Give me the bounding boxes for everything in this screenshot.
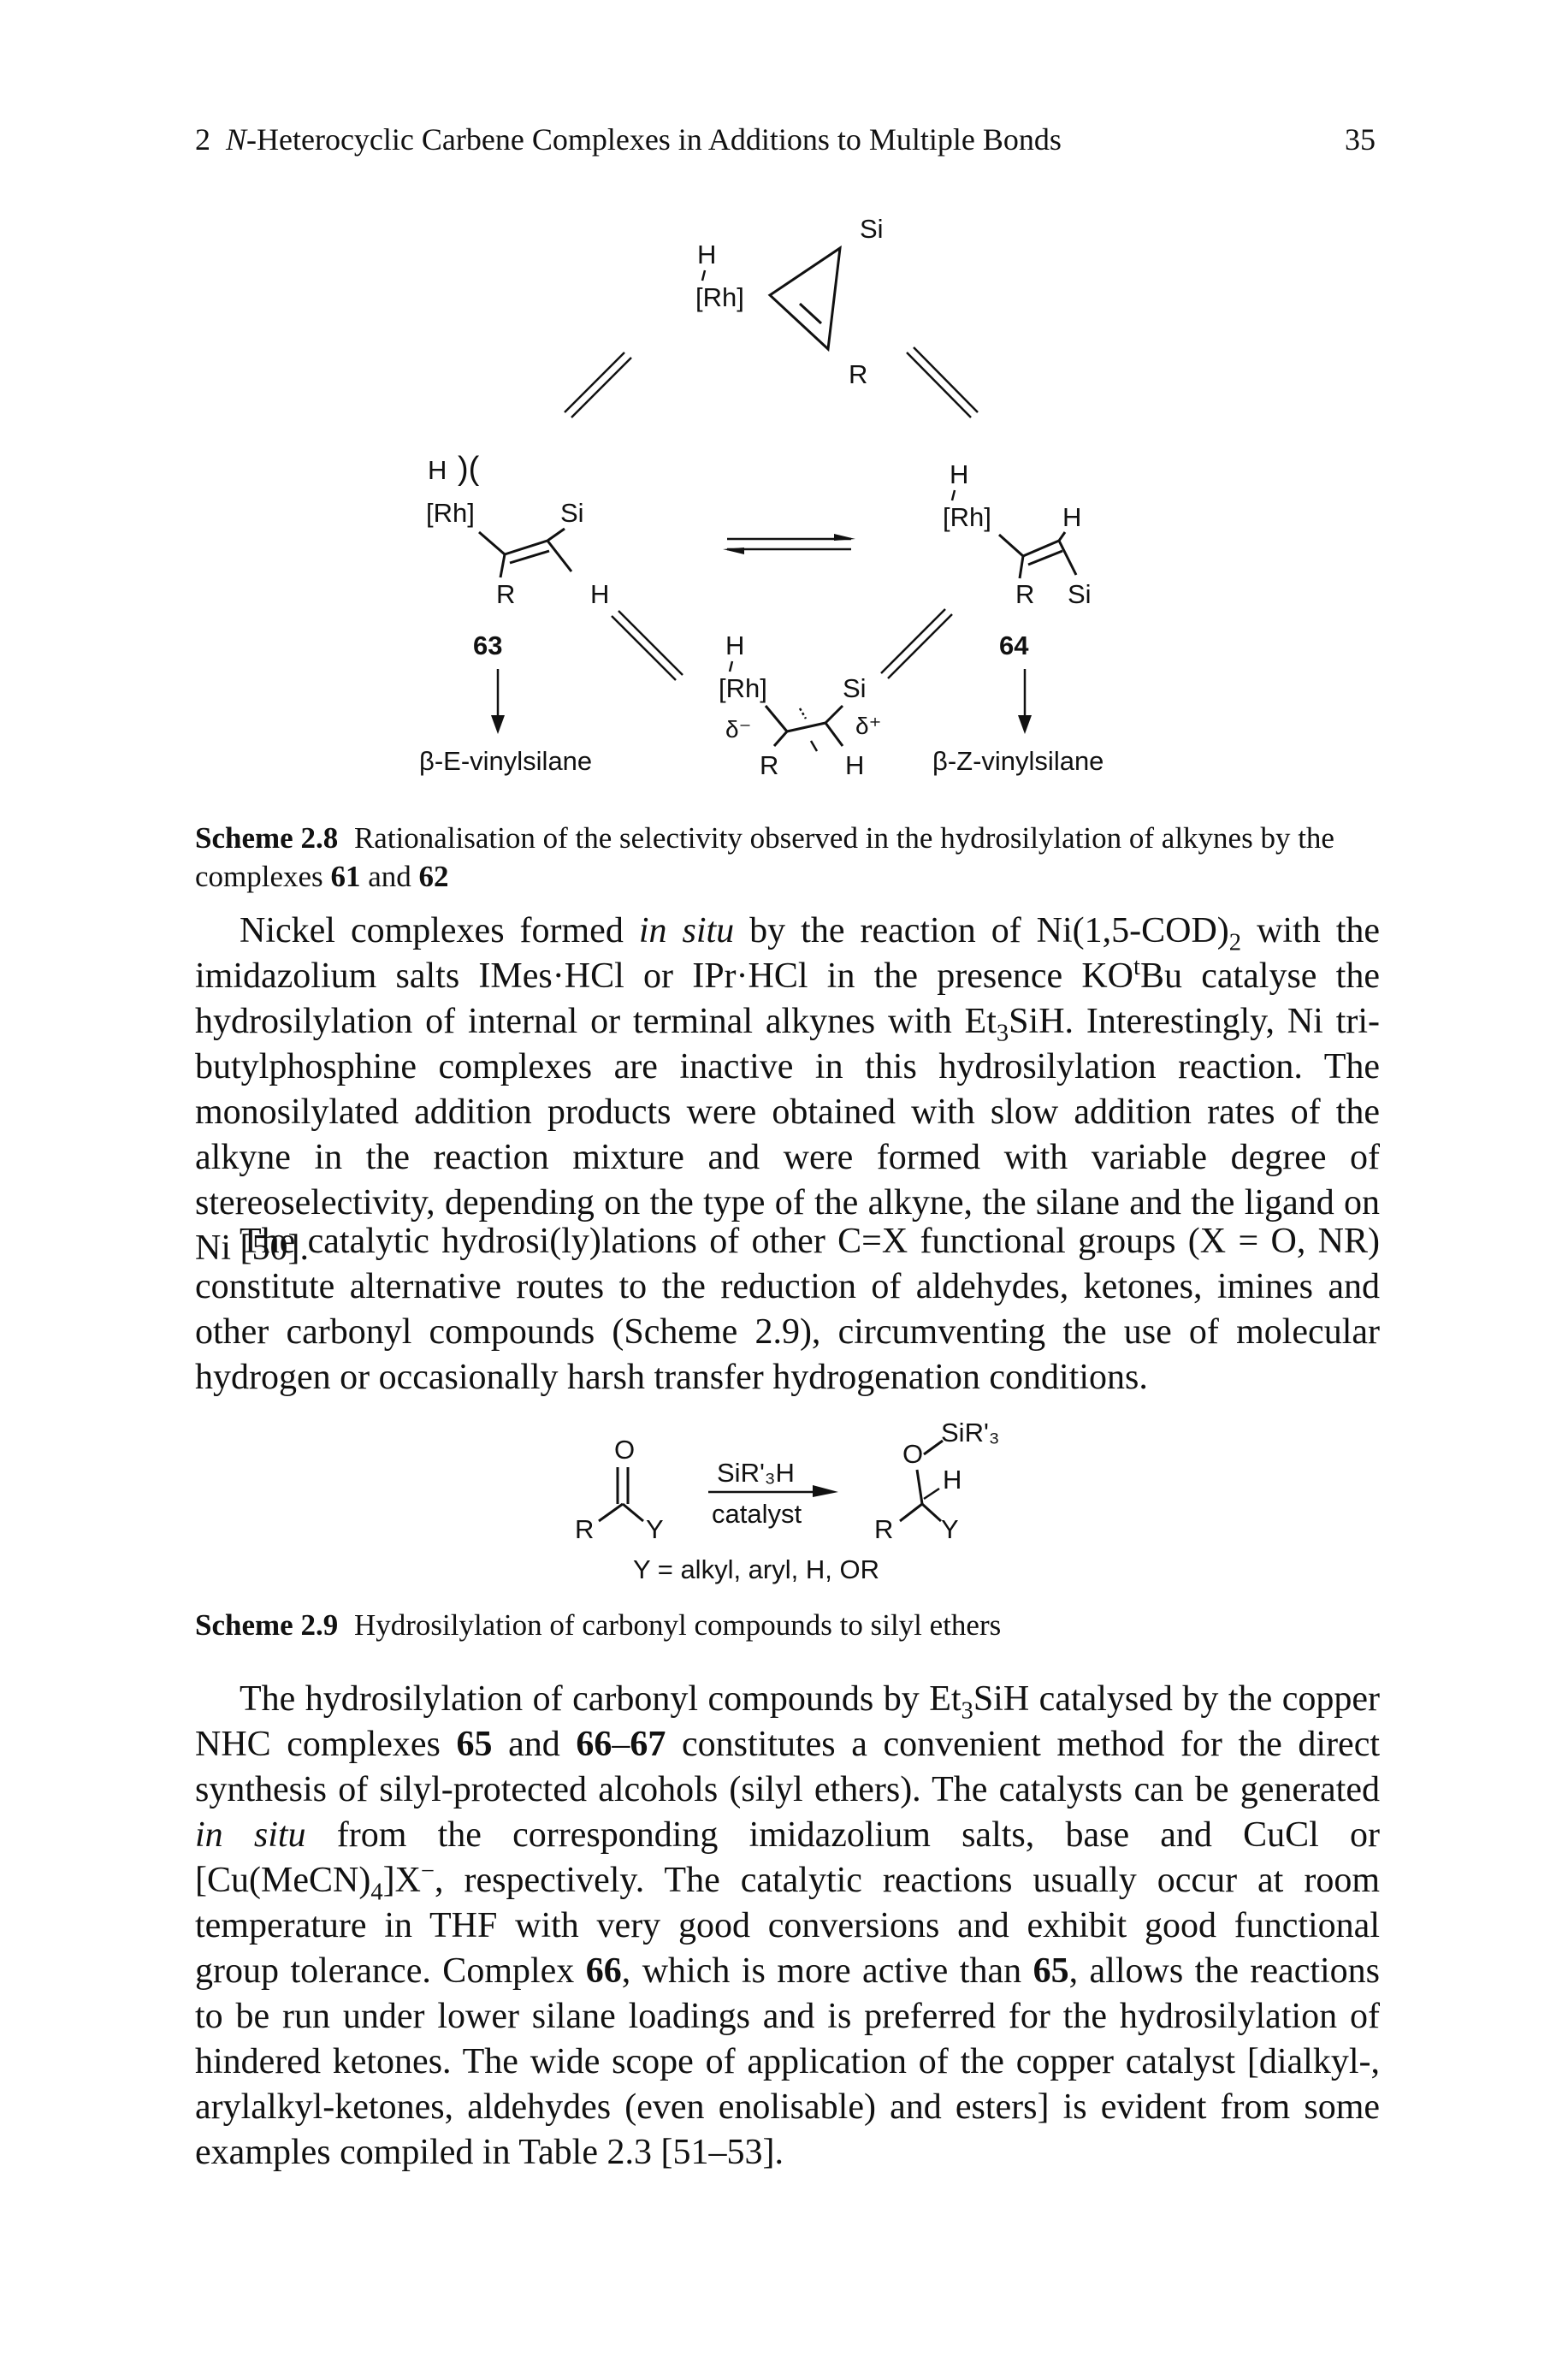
top-Rh: [Rh] xyxy=(695,282,744,312)
bottom-H2: H xyxy=(845,750,864,780)
left-H2: H xyxy=(590,579,609,609)
product-O: O xyxy=(902,1439,923,1469)
reactant-R: R xyxy=(575,1514,594,1544)
left-product: β-E-vinylsilane xyxy=(419,746,592,776)
reagent-silane: SiR'₃H xyxy=(717,1458,795,1488)
product-Y: Y xyxy=(941,1514,959,1544)
product-SiR3: SiR'₃ xyxy=(941,1418,1000,1447)
right-Si: Si xyxy=(1068,579,1092,609)
product-R: R xyxy=(874,1514,893,1544)
caption-label: Scheme 2.8 xyxy=(195,821,339,855)
bottom-delta-plus: δ⁺ xyxy=(855,713,881,739)
scheme-2-9-caption: Scheme 2.9 Hydrosilylation of carbonyl c… xyxy=(195,1608,1002,1642)
scheme-2-8-caption: Scheme 2.8 Rationalisation of the select… xyxy=(195,821,1334,893)
paragraph-3: The hydrosilylation of carbonyl compound… xyxy=(195,1679,1381,2172)
top-R: R xyxy=(849,359,867,389)
page-number: 35 xyxy=(1345,122,1376,157)
left-R: R xyxy=(496,579,515,609)
bottom-H: H xyxy=(725,631,744,660)
product-H: H xyxy=(943,1465,962,1495)
left-Rh: [Rh] xyxy=(426,498,475,528)
reactant-O: O xyxy=(614,1435,635,1465)
scheme-2-8: H [Rh] Si R H )( [Rh] Si R H 63 β-E-viny… xyxy=(0,188,1568,787)
paragraph-2: The catalytic hydrosi(ly)lations of othe… xyxy=(195,1222,1380,1397)
left-steric: )( xyxy=(458,451,480,487)
left-H: H xyxy=(428,455,447,485)
right-compound-number: 64 xyxy=(999,631,1029,660)
caption-label: Scheme 2.9 xyxy=(195,1608,339,1642)
right-product: β-Z-vinylsilane xyxy=(932,746,1104,776)
right-R: R xyxy=(1015,579,1034,609)
right-H: H xyxy=(950,459,968,489)
scheme-2-9-legend: Y = alkyl, aryl, H, OR xyxy=(633,1554,879,1584)
bottom-R: R xyxy=(760,750,778,780)
left-compound-number: 63 xyxy=(473,631,502,660)
top-Si: Si xyxy=(860,214,884,244)
reactant-Y: Y xyxy=(646,1514,664,1544)
right-Rh: [Rh] xyxy=(943,502,991,532)
right-H2: H xyxy=(1062,502,1081,532)
paragraph-1: Nickel complexes formed in situ by the r… xyxy=(195,911,1381,1268)
reagent-catalyst: catalyst xyxy=(712,1499,802,1529)
bottom-delta-minus: δ⁻ xyxy=(725,716,751,743)
bottom-Si: Si xyxy=(843,673,867,703)
left-Si: Si xyxy=(560,498,584,528)
scheme-2-9: O R Y SiR'₃H catalyst O SiR'₃ H R Y Y = … xyxy=(0,1412,1568,1591)
top-H: H xyxy=(697,240,716,269)
running-header: 2 N-Heterocyclic Carbene Complexes in Ad… xyxy=(195,121,1376,164)
chapter-title: 2 N-Heterocyclic Carbene Complexes in Ad… xyxy=(195,122,1062,157)
bottom-Rh: [Rh] xyxy=(719,673,767,703)
